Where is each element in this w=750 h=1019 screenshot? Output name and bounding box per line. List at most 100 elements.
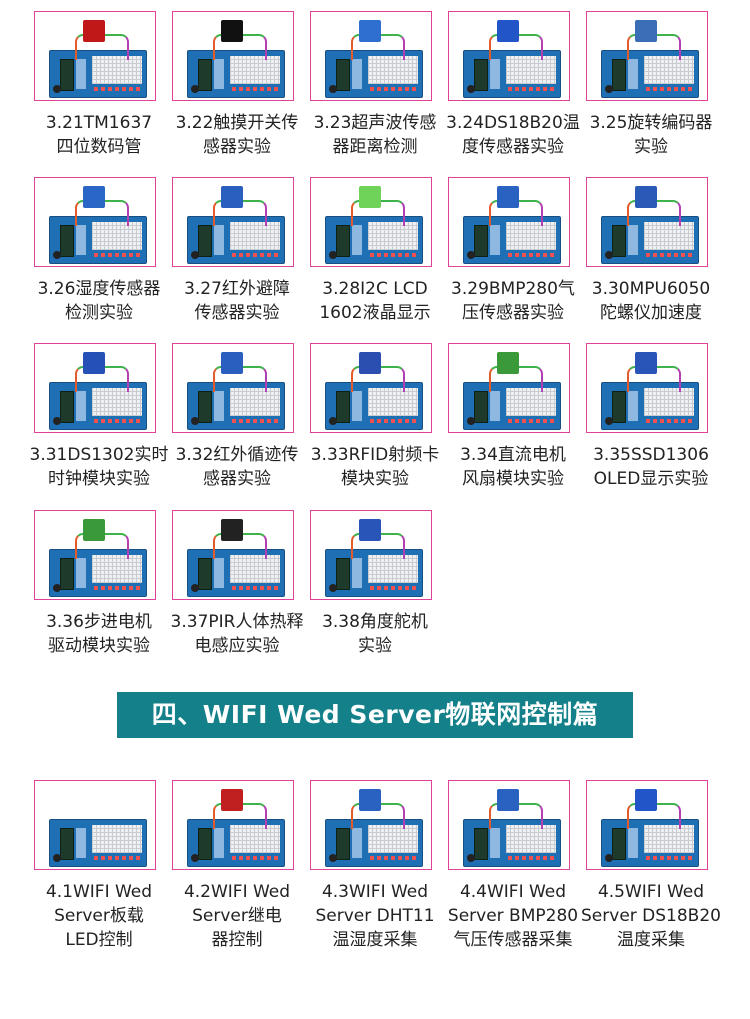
ultrasonic-sensor-board-image — [310, 11, 432, 101]
humidity-sensor-board-image — [34, 177, 156, 267]
ir-obstacle-sensor-board-image — [172, 177, 294, 267]
experiment-caption: 3.26湿度传感器检测实验 — [24, 277, 174, 325]
caption-line: 3.36步进电机 — [46, 612, 152, 632]
caption-line: OLED显示实验 — [593, 469, 709, 489]
dev-board-icon — [187, 216, 285, 264]
dev-board-icon — [601, 382, 699, 430]
ir-line-tracking-sensor-board-image — [172, 343, 294, 433]
dev-board-icon — [325, 216, 423, 264]
sensor-module-icon — [83, 352, 105, 374]
sensor-module-icon — [359, 789, 381, 811]
dc-motor-fan-board-image — [448, 343, 570, 433]
sensor-module-icon — [221, 20, 243, 42]
sensor-module-icon — [221, 519, 243, 541]
sensor-module-icon — [497, 186, 519, 208]
caption-line: 气压传感器采集 — [453, 930, 573, 950]
i2c-lcd1602-board-image — [310, 177, 432, 267]
ds1302-rtc-board-image — [34, 343, 156, 433]
caption-line: 3.22触摸开关传 — [175, 113, 299, 133]
sensor-module-icon — [359, 186, 381, 208]
dev-board-icon — [325, 819, 423, 867]
section-title: 四、WIFI Wed Server物联网控制篇 — [151, 700, 599, 729]
bmp280-pressure-sensor-board-image — [448, 177, 570, 267]
dev-board-icon — [463, 216, 561, 264]
caption-line: 3.26湿度传感器 — [37, 279, 161, 299]
wifi-dht11-board-image — [310, 780, 432, 870]
caption-line: 3.23超声波传感 — [313, 113, 437, 133]
caption-line: 3.31DS1302实时 — [29, 445, 169, 465]
caption-line: 3.35SSD1306 — [593, 445, 709, 465]
caption-line: 感器实验 — [203, 137, 271, 157]
caption-line: 1602液晶显示 — [319, 303, 431, 323]
sensor-module-icon — [83, 186, 105, 208]
caption-line: LED控制 — [65, 930, 133, 950]
dev-board-icon — [463, 50, 561, 98]
caption-line: 实验 — [634, 137, 668, 157]
caption-line: 四位数码管 — [56, 137, 142, 157]
caption-line: 3.34直流电机 — [460, 445, 566, 465]
dev-board-icon — [49, 216, 147, 264]
dev-board-icon — [325, 382, 423, 430]
ds18b20-temperature-sensor-board-image — [448, 11, 570, 101]
experiment-caption: 3.37PIR人体热释电感应实验 — [162, 610, 312, 658]
caption-line: 模块实验 — [341, 469, 409, 489]
caption-line: 器控制 — [211, 930, 263, 950]
caption-line: 陀螺仪加速度 — [600, 303, 702, 323]
caption-line: 3.30MPU6050 — [591, 279, 711, 299]
caption-line: 3.37PIR人体热释 — [170, 612, 304, 632]
caption-line: 压传感器实验 — [462, 303, 564, 323]
caption-line: 3.28I2C LCD — [322, 279, 428, 299]
caption-line: 4.5WIFI Wed — [597, 882, 705, 902]
dev-board-icon — [601, 50, 699, 98]
dev-board-icon — [187, 819, 285, 867]
caption-line: 实验 — [358, 636, 392, 656]
section-banner: 四、WIFI Wed Server物联网控制篇 — [117, 692, 633, 738]
caption-line: 3.25旋转编码器 — [589, 113, 713, 133]
caption-line: 4.4WIFI Wed — [459, 882, 567, 902]
caption-line: 温度采集 — [617, 930, 685, 950]
sensor-module-icon — [221, 186, 243, 208]
tm1637-4digit-display-board-image — [34, 11, 156, 101]
ssd1306-oled-board-image — [586, 343, 708, 433]
caption-line: Server DS18B20 — [581, 906, 721, 926]
dev-board-icon — [325, 549, 423, 597]
caption-line: 3.33RFID射频卡 — [310, 445, 440, 465]
dev-board-icon — [49, 50, 147, 98]
experiment-caption: 3.38角度舵机实验 — [300, 610, 450, 658]
experiment-caption: 3.25旋转编码器实验 — [576, 111, 726, 159]
sensor-module-icon — [635, 20, 657, 42]
caption-line: 时钟模块实验 — [48, 469, 150, 489]
dev-board-icon — [49, 819, 147, 867]
sensor-module-icon — [497, 352, 519, 374]
dev-board-icon — [463, 382, 561, 430]
experiment-caption: 3.30MPU6050 陀螺仪加速度 — [576, 277, 726, 325]
sensor-module-icon — [359, 519, 381, 541]
mpu6050-gyroscope-board-image — [586, 177, 708, 267]
wifi-bmp280-board-image — [448, 780, 570, 870]
caption-line: 驱动模块实验 — [48, 636, 150, 656]
experiment-caption: 3.29BMP280气压传感器实验 — [438, 277, 588, 325]
servo-motor-board-image — [310, 510, 432, 600]
caption-line: 风扇模块实验 — [462, 469, 564, 489]
rotary-encoder-board-image — [586, 11, 708, 101]
sensor-module-icon — [635, 352, 657, 374]
sensor-module-icon — [635, 186, 657, 208]
sensor-module-icon — [359, 352, 381, 374]
caption-line: 4.2WIFI Wed — [183, 882, 291, 902]
caption-line: Server BMP280 — [447, 906, 579, 926]
sensor-module-icon — [635, 789, 657, 811]
caption-line: 电感应实验 — [194, 636, 280, 656]
experiment-caption: 3.34直流电机风扇模块实验 — [438, 443, 588, 491]
caption-line: 感器实验 — [203, 469, 271, 489]
caption-line: 4.1WIFI Wed — [45, 882, 153, 902]
sensor-module-icon — [359, 20, 381, 42]
caption-line: 3.29BMP280气 — [451, 279, 575, 299]
dev-board-icon — [187, 549, 285, 597]
caption-line: 检测实验 — [65, 303, 133, 323]
dev-board-icon — [601, 819, 699, 867]
